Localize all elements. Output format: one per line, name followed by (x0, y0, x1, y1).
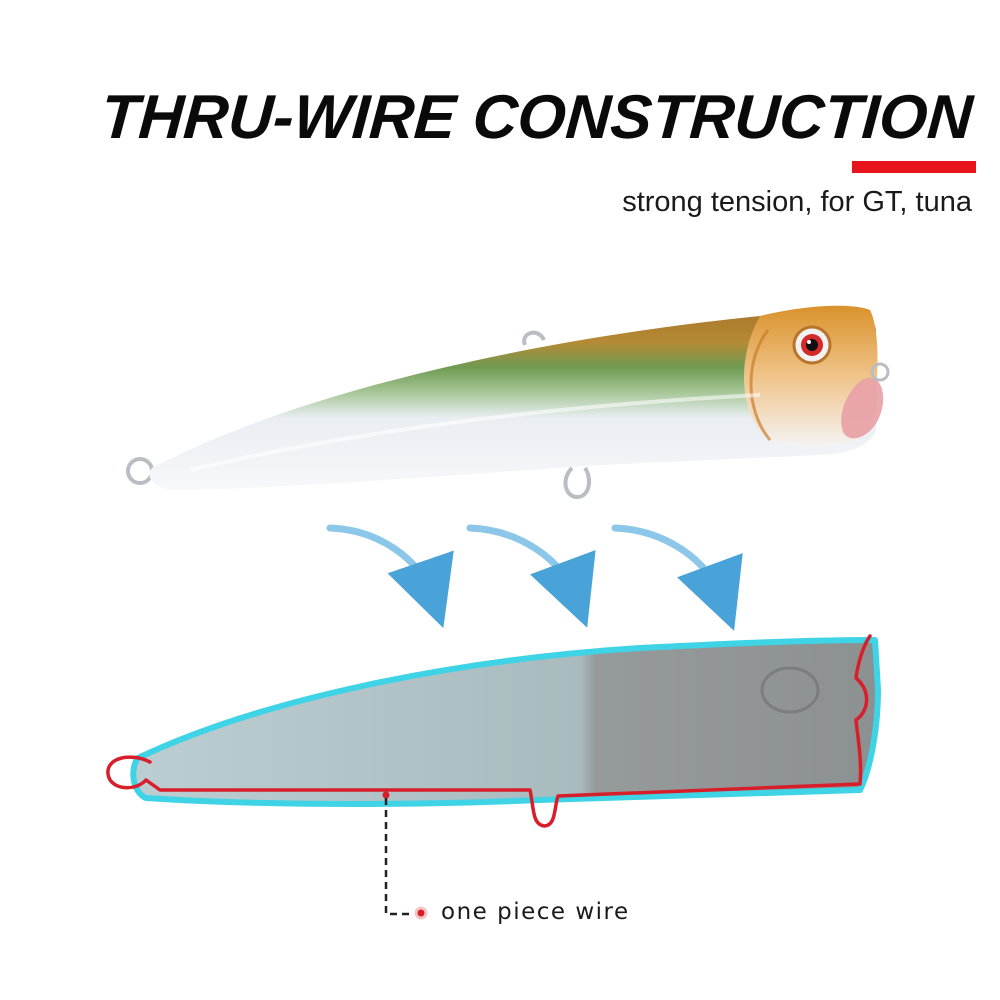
wire-diagram-image (106, 634, 881, 920)
title-accent-bar (852, 161, 976, 173)
wire-callout-label: one piece wire (441, 899, 630, 925)
page-subtitle: strong tension, for GT, tuna (622, 186, 972, 218)
fishing-lure-image (126, 305, 890, 499)
curved-arrow-icon (326, 524, 743, 631)
